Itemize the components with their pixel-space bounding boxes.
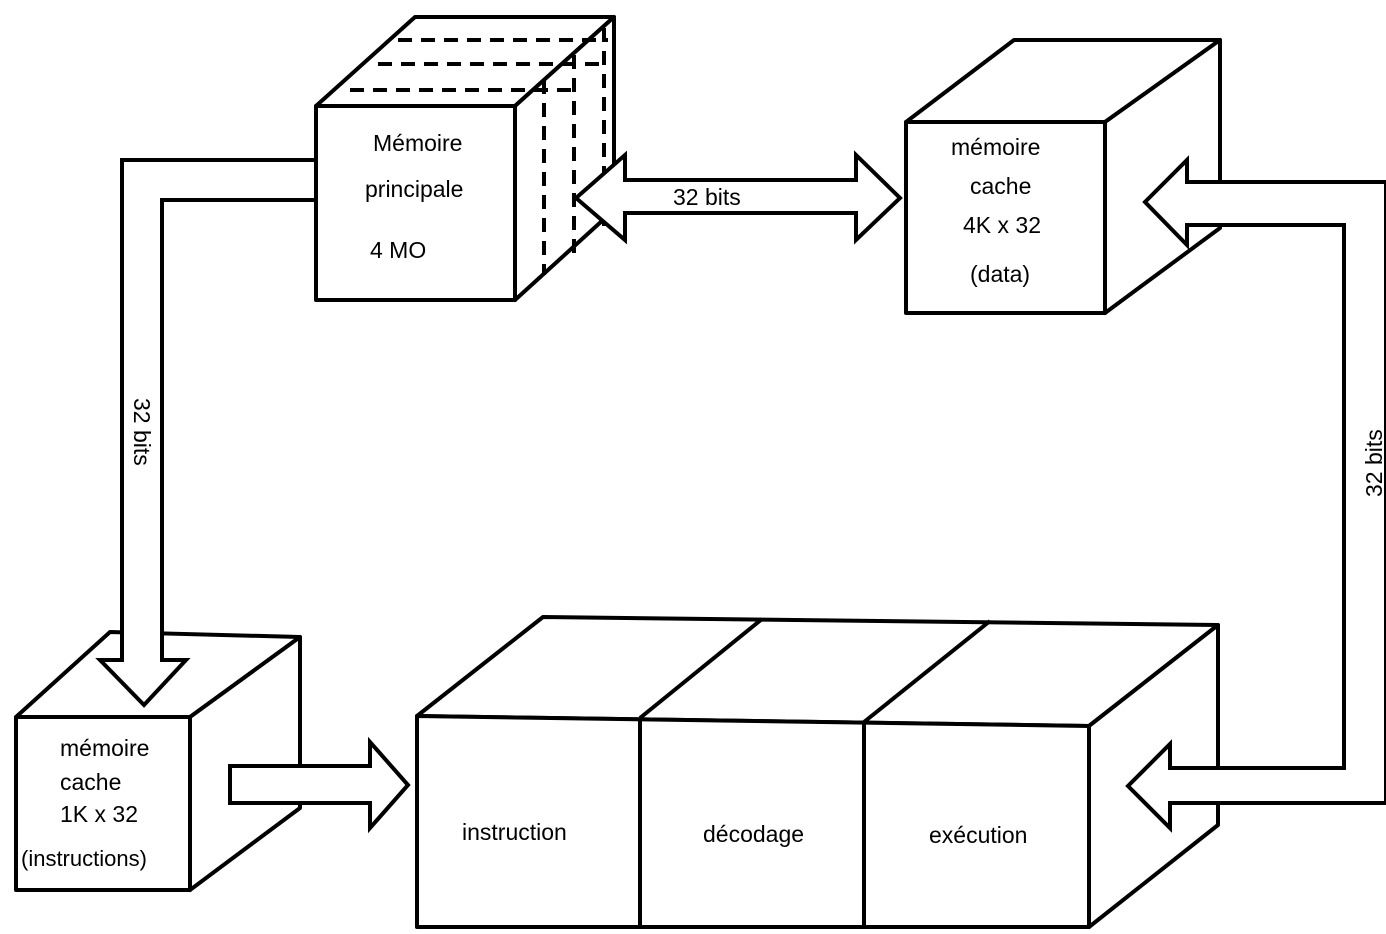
bus-arrow-data-cache-execution: [1125, 155, 1386, 833]
main-memory-label-line1: Mémoire: [373, 130, 462, 156]
pipeline-stage-execution: exécution: [929, 822, 1027, 848]
pipeline-stage-instruction: instruction: [462, 819, 567, 845]
data-cache-label-line1: mémoire: [951, 134, 1040, 160]
data-cache-label-line3: 4K x 32: [963, 212, 1041, 238]
instruction-cache-label-line2: cache: [60, 769, 121, 795]
instruction-cache-block: [14, 630, 302, 892]
data-cache-front-face: [904, 120, 1107, 315]
bus-label-memory-data-cache: 32 bits: [673, 184, 741, 210]
bus-arrow-memory-instruction-cache: [95, 158, 318, 708]
main-memory-label-line3: 4 MO: [370, 237, 426, 263]
bus-label-data-cache-execution: 32 bits: [1361, 429, 1386, 497]
instruction-cache-label-line3: 1K x 32: [60, 801, 138, 827]
instruction-cache-label-line4: (instructions): [21, 846, 147, 871]
main-memory-front-face: [314, 104, 517, 302]
instruction-cache-front-face: [14, 715, 192, 892]
data-cache-block: [904, 38, 1222, 315]
pipeline-stage-decodage: décodage: [703, 821, 804, 847]
pipeline-top-divider-1: [638, 617, 764, 720]
pipeline-top-face: [415, 615, 1220, 728]
pipeline-block: [415, 615, 1220, 929]
instruction-cache-label-line1: mémoire: [60, 735, 149, 761]
bus-label-memory-instruction-cache: 32 bits: [129, 398, 155, 466]
main-memory-block: [314, 15, 616, 302]
data-cache-label-line2: cache: [970, 173, 1031, 199]
data-cache-label-line4: (data): [970, 261, 1030, 287]
main-memory-label-line2: principale: [365, 176, 463, 202]
bus-arrow-cache-to-pipeline: [228, 736, 411, 834]
bus-arrow-memory-data-cache: [572, 150, 903, 245]
pipeline-top-divider-2: [862, 619, 992, 724]
